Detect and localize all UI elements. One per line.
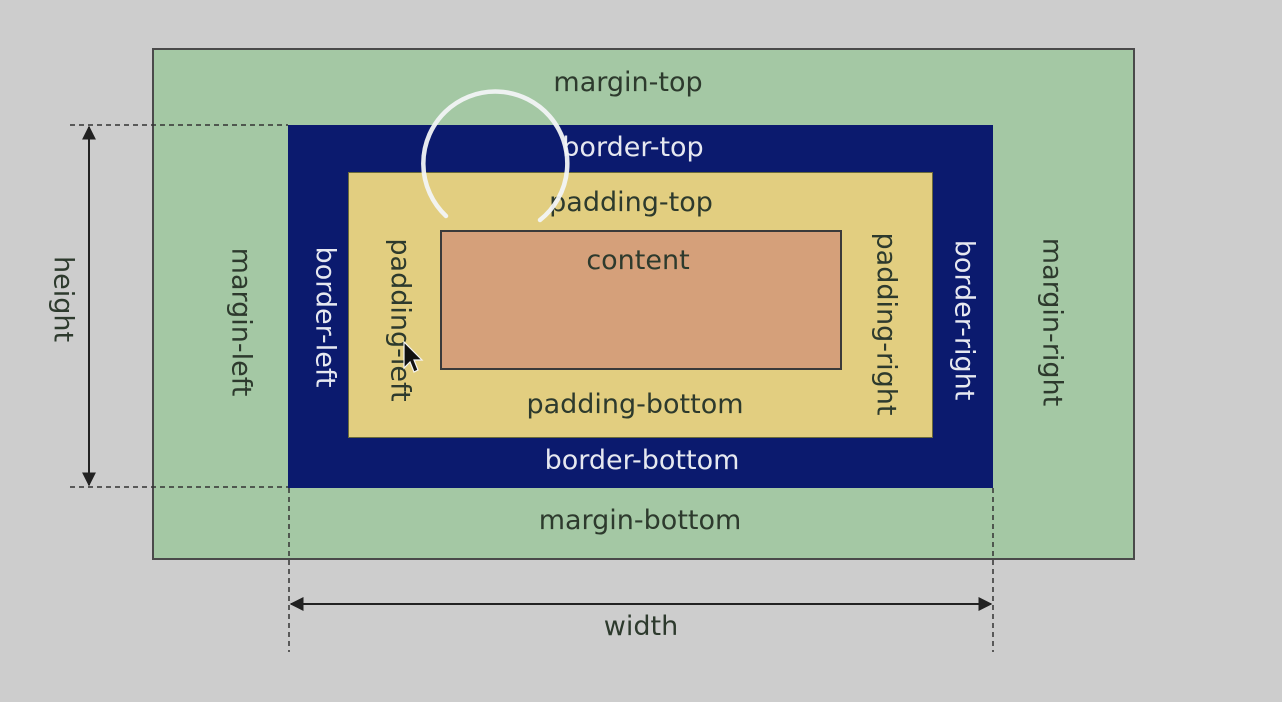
border-bottom-label: border-bottom xyxy=(544,445,740,476)
border-top-label: border-top xyxy=(562,132,704,163)
height-label: height xyxy=(47,255,79,343)
content-label: content xyxy=(586,245,690,276)
margin-bottom-label: margin-bottom xyxy=(538,505,742,536)
padding-top-label: padding-top xyxy=(549,187,713,218)
loading-spinner-icon xyxy=(421,89,570,223)
content-area xyxy=(440,230,842,370)
mouse-pointer-icon xyxy=(403,340,424,373)
width-label: width xyxy=(603,611,679,642)
margin-top-label: margin-top xyxy=(553,67,703,98)
padding-bottom-label: padding-bottom xyxy=(526,389,744,420)
